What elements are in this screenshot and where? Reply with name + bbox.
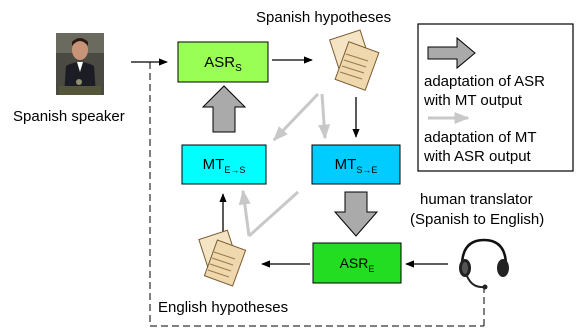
speaker-photo	[56, 33, 104, 95]
dashed-loop	[149, 62, 485, 327]
human-translator-sublabel: (Spanish to English)	[410, 211, 544, 228]
flow-arrows	[131, 56, 448, 268]
svg-text:ASRS: ASRS	[204, 54, 242, 74]
document-stack-icon	[198, 229, 247, 287]
asr-e-box: ASRE	[312, 242, 402, 284]
mt-es-box: MTE→S	[181, 144, 267, 185]
document-stack-icon	[328, 29, 380, 91]
spanish-speaker-label: Spanish speaker	[13, 108, 125, 125]
svg-text:MTS→E: MTS→E	[335, 156, 378, 175]
english-hypotheses-label: English hypotheses	[158, 299, 288, 316]
spanish-hypotheses-label: Spanish hypotheses	[256, 9, 391, 26]
legend-item2-line2: with ASR output	[423, 148, 532, 165]
legend: adaptation of ASR with MT output adaptat…	[417, 23, 574, 172]
legend-item1-line2: with MT output	[423, 92, 523, 109]
svg-text:MTE→S: MTE→S	[203, 156, 246, 175]
legend-item1-line1: adaptation of ASR	[424, 73, 545, 90]
headset-icon	[459, 238, 509, 290]
gray-adaptation-arrows	[238, 92, 331, 238]
svg-text:ASRE: ASRE	[340, 255, 375, 274]
legend-item2-line1: adaptation of MT	[424, 129, 537, 146]
human-translator-label: human translator	[420, 191, 533, 208]
mt-se-box: MTS→E	[311, 144, 401, 185]
thick-arrows	[201, 85, 379, 237]
legend-thick-arrow	[427, 36, 476, 70]
asr-s-box: ASRS	[177, 41, 269, 83]
